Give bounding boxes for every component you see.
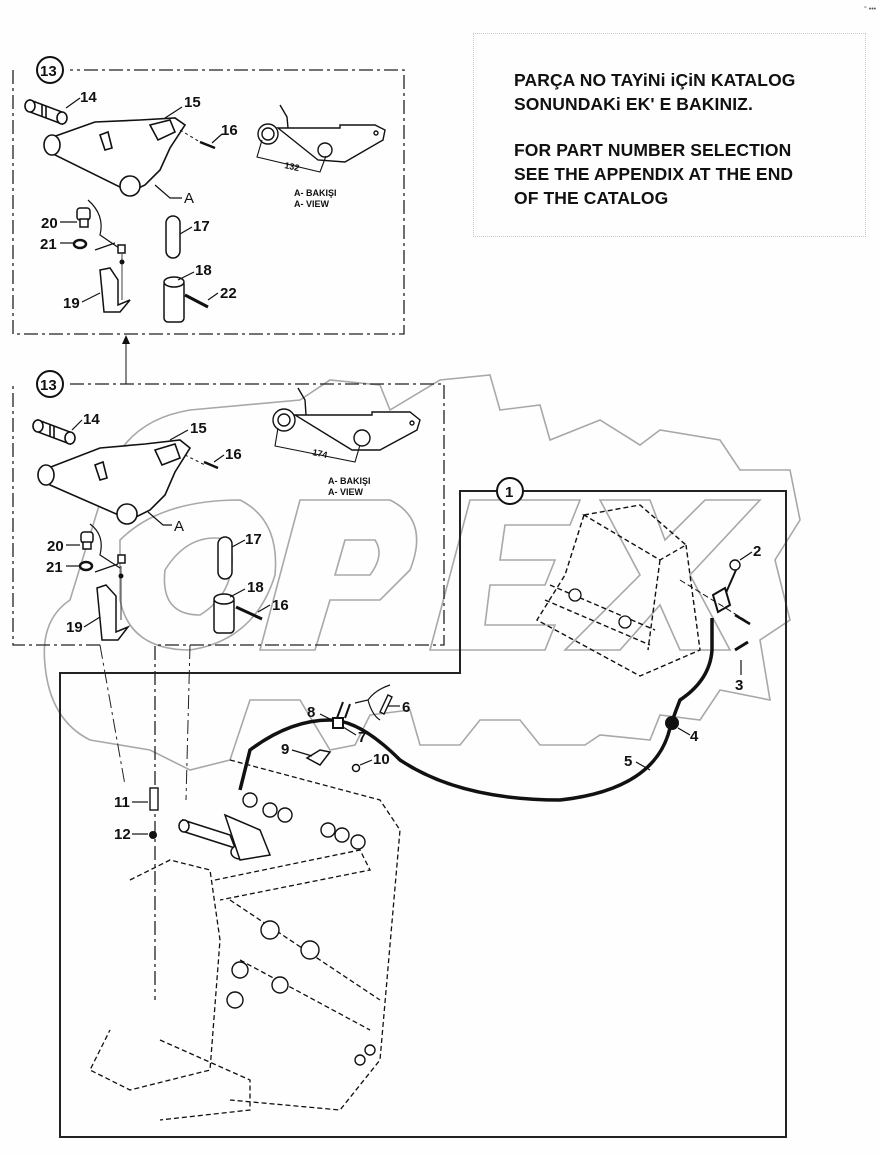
part-15-lever-mid — [37, 439, 192, 525]
part-2-lever-base — [711, 586, 732, 614]
note-line-en-1: FOR PART NUMBER SELECTION — [514, 140, 792, 160]
watermark-letter-x — [563, 499, 762, 651]
label-8: 8 — [307, 704, 315, 721]
label-21-mid: 21 — [46, 559, 63, 576]
label-14-mid: 14 — [83, 411, 100, 428]
part-12-nut — [149, 831, 157, 839]
view-letter-mid: A — [174, 518, 184, 535]
label-10: 10 — [373, 751, 390, 768]
callout-1: 1 — [505, 484, 513, 501]
part-11-bolt — [149, 787, 159, 811]
view-label-en-mid: A- VIEW — [328, 487, 364, 497]
label-16b-mid: 16 — [272, 597, 289, 614]
watermark — [43, 374, 801, 771]
detail-link-arrow — [122, 335, 130, 384]
detail-group-mid: 13 14 15 16 A 174 A- BAKIŞI — [12, 370, 445, 1000]
label-5: 5 — [624, 753, 632, 770]
watermark-letter-p — [258, 499, 418, 651]
label-17-mid: 17 — [245, 531, 262, 548]
label-15-mid: 15 — [190, 420, 207, 437]
part-14-pin — [24, 98, 68, 126]
label-20-mid: 20 — [47, 538, 64, 555]
callout-13-top: 13 — [40, 63, 57, 80]
note-line-tr-1: PARÇA NO TAYiNi iÇiN KATALOG — [514, 70, 796, 90]
watermark-letter-o — [119, 499, 277, 651]
note-line-en-2: SEE THE APPENDIX AT THE END — [514, 164, 794, 184]
label-6: 6 — [402, 699, 410, 716]
catalog-note-box: PARÇA NO TAYiNi iÇiN KATALOG SONUNDAKi E… — [473, 33, 866, 237]
callout-circle-1 — [496, 477, 524, 505]
part-a-view-mid — [272, 387, 421, 451]
label-22-top: 22 — [220, 285, 237, 302]
label-12: 12 — [114, 826, 131, 843]
note-line-en-3: OF THE CATALOG — [514, 188, 669, 208]
label-18-top: 18 — [195, 262, 212, 279]
label-20-top: 20 — [41, 215, 58, 232]
hitch-lock-lever — [178, 813, 272, 861]
dimension-132: 132 — [284, 160, 301, 173]
watermark-gear-outline — [43, 374, 801, 771]
part-6-pin — [379, 694, 393, 715]
part-19-bracket-mid — [96, 584, 131, 641]
part-18-pin — [163, 276, 185, 323]
label-15-top: 15 — [184, 94, 201, 111]
part-5-cable — [238, 618, 714, 802]
label-14-top: 14 — [80, 89, 97, 106]
part-cab-console — [536, 504, 701, 677]
part-hitch-frame — [89, 759, 401, 1121]
detail-group-top: 13 14 15 16 A — [12, 56, 405, 335]
watermark-letter-e — [428, 499, 582, 651]
label-7: 7 — [358, 729, 366, 746]
part-2-knob — [729, 559, 741, 571]
label-2: 2 — [753, 543, 761, 560]
callout-circle-13-top — [36, 56, 64, 84]
page-corner-mark: ° ••• — [864, 6, 877, 13]
detail-top-border — [12, 69, 405, 335]
label-3: 3 — [735, 677, 743, 694]
part-19-bracket — [99, 267, 131, 313]
part-21-washer — [72, 238, 88, 250]
view-label-en-top: A- VIEW — [294, 199, 330, 209]
part-20-bolt-mid — [80, 531, 94, 550]
part-20-bolt — [76, 207, 91, 228]
part-15-lever — [43, 117, 187, 197]
label-16-top: 16 — [221, 122, 238, 139]
callout-13-mid: 13 — [40, 377, 57, 394]
label-17-top: 17 — [193, 218, 210, 235]
label-19-mid: 19 — [66, 619, 83, 636]
label-9: 9 — [281, 741, 289, 758]
part-17-link-mid — [217, 536, 233, 580]
label-18-mid: 18 — [247, 579, 264, 596]
hitch-pivots — [226, 792, 376, 1066]
part-4-grommet — [665, 716, 679, 730]
part-21-washer-mid — [78, 560, 94, 572]
callout-circle-13-mid — [36, 370, 64, 398]
part-a-view-top — [257, 104, 386, 163]
label-16a-mid: 16 — [225, 446, 242, 463]
main-border — [59, 490, 787, 1138]
view-label-tr-top: A- BAKIŞI — [294, 188, 337, 198]
view-letter-top: A — [184, 190, 194, 207]
detail-mid-border — [12, 383, 445, 1000]
label-21-top: 21 — [40, 236, 57, 253]
main-assembly-group: 1 2 3 4 5 6 — [59, 477, 787, 1138]
label-11: 11 — [114, 794, 130, 811]
part-14-pin-mid — [32, 418, 76, 446]
view-label-tr-mid: A- BAKIŞI — [328, 476, 371, 486]
part-17-link — [165, 215, 181, 259]
part-18-pin-mid — [213, 593, 235, 634]
label-19-top: 19 — [63, 295, 80, 312]
label-4: 4 — [690, 728, 699, 745]
dimension-174: 174 — [312, 447, 329, 460]
note-line-tr-2: SONUNDAKi EK' E BAKINIZ. — [514, 94, 753, 114]
